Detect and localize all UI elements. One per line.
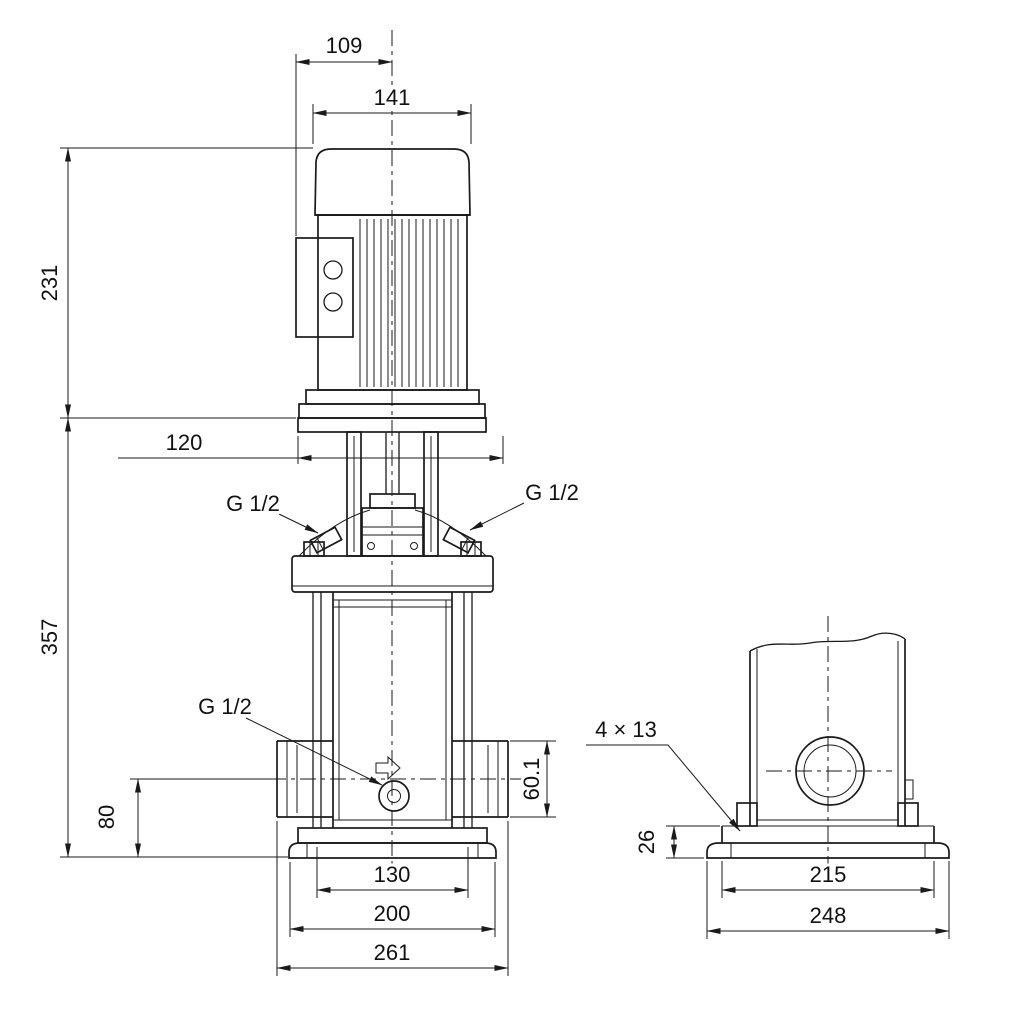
dim-357-label: 357 bbox=[37, 619, 62, 656]
thread-labels: G 1/2 G 1/2 G 1/2 bbox=[195, 477, 582, 786]
dim-120-label: 120 bbox=[166, 430, 203, 455]
dim-141: 141 bbox=[312, 82, 472, 144]
clamp-lug-right bbox=[897, 802, 919, 827]
dim-26: 26 bbox=[631, 825, 720, 859]
thread-drain-label: G 1/2 bbox=[198, 694, 252, 719]
dim-109-label: 109 bbox=[326, 33, 363, 58]
pump-head bbox=[291, 526, 494, 593]
dim-130-label: 130 bbox=[374, 862, 411, 887]
motor bbox=[295, 148, 486, 419]
dim-60-1-label: 60.1 bbox=[519, 758, 544, 801]
dim-80-label: 80 bbox=[94, 805, 119, 829]
side-port-inner bbox=[803, 744, 857, 798]
vent-plug-right bbox=[442, 526, 476, 554]
dim-231-label: 231 bbox=[37, 265, 62, 302]
base-front bbox=[288, 827, 497, 859]
dimensions: 109 141 231 357 120 bbox=[34, 30, 950, 976]
dim-60-1: 60.1 bbox=[510, 740, 556, 818]
centerlines bbox=[270, 30, 892, 874]
dim-26-label: 26 bbox=[634, 830, 659, 854]
dim-200: 200 bbox=[289, 862, 496, 937]
thread-drain: G 1/2 bbox=[195, 691, 383, 786]
suction-port bbox=[276, 740, 333, 818]
dim-200-label: 200 bbox=[374, 901, 411, 926]
dim-261-label: 261 bbox=[374, 940, 411, 965]
side-view-chamber bbox=[736, 632, 919, 827]
dim-248: 248 bbox=[706, 861, 950, 939]
clamp-lug-left bbox=[736, 802, 758, 827]
thread-right-label: G 1/2 bbox=[525, 480, 579, 505]
dim-261: 261 bbox=[276, 821, 509, 976]
side-port-outer bbox=[795, 736, 865, 806]
dim-215: 215 bbox=[721, 859, 935, 898]
motor-fins bbox=[359, 219, 459, 387]
vent-plug-left bbox=[309, 526, 343, 554]
terminal-box bbox=[295, 237, 354, 338]
discharge-port bbox=[452, 740, 509, 818]
dim-231: 231 bbox=[34, 147, 313, 419]
dim-248-label: 248 bbox=[810, 903, 847, 928]
thread-left-label: G 1/2 bbox=[226, 491, 280, 516]
thread-right: G 1/2 bbox=[469, 477, 582, 531]
flow-direction-arrow bbox=[375, 755, 401, 781]
holes-note-label: 4 × 13 bbox=[595, 717, 657, 742]
drain-plug bbox=[378, 780, 410, 812]
thread-left: G 1/2 bbox=[223, 488, 319, 534]
dim-215-label: 215 bbox=[810, 862, 847, 887]
dim-130: 130 bbox=[316, 847, 469, 898]
dim-141-label: 141 bbox=[374, 85, 411, 110]
holes-note: 4 × 13 bbox=[586, 714, 741, 832]
pump-sleeve bbox=[312, 592, 473, 828]
dim-80: 80 bbox=[91, 778, 276, 858]
dim-357: 357 bbox=[34, 417, 288, 858]
nameplate-tab bbox=[904, 779, 914, 800]
side-view-base bbox=[706, 825, 950, 859]
dim-120: 120 bbox=[118, 427, 504, 464]
dim-109: 109 bbox=[295, 30, 393, 236]
